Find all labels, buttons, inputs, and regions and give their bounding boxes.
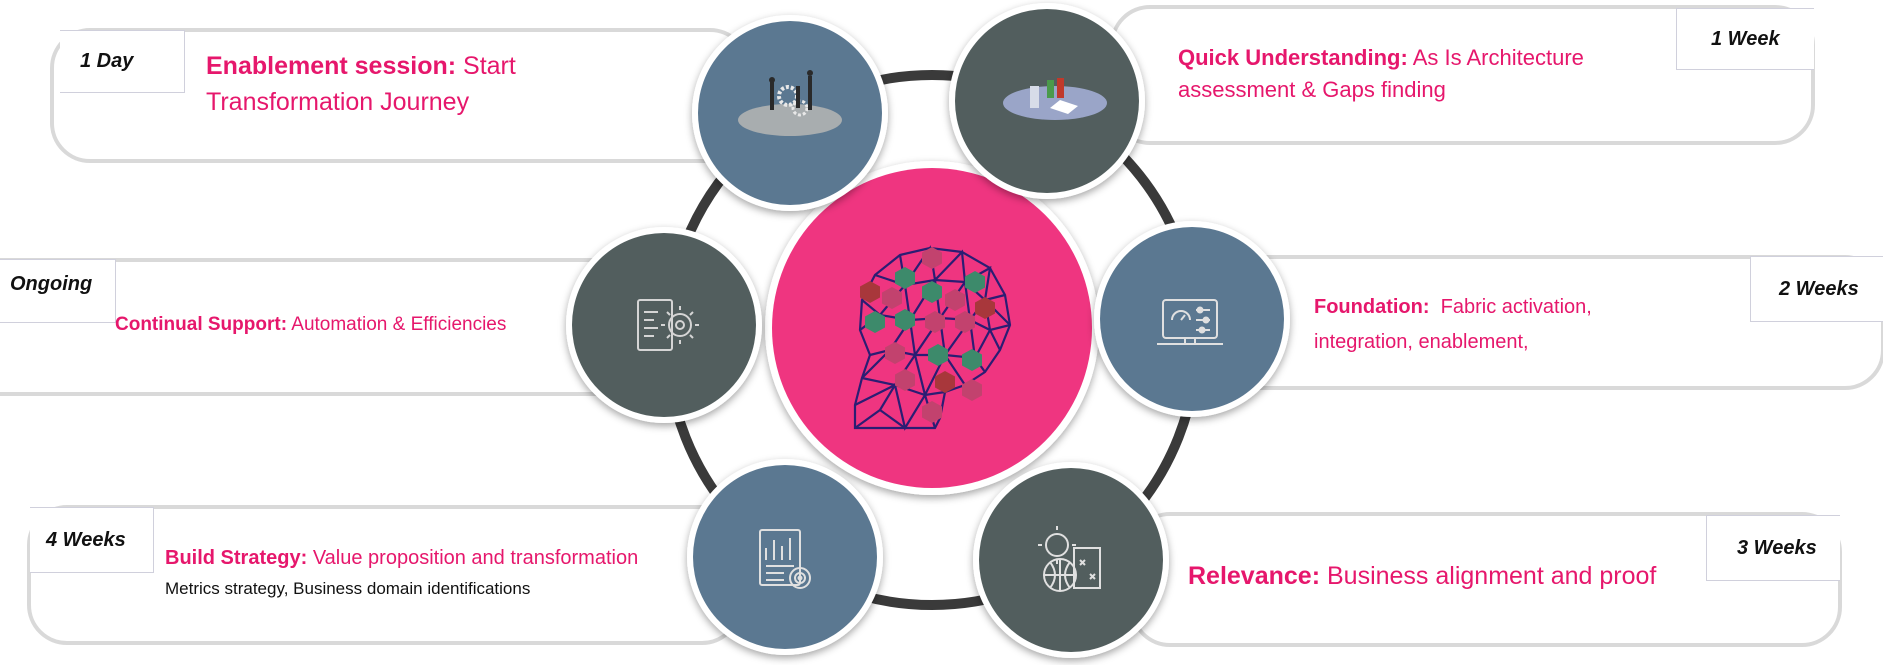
duration-label: 4 Weeks bbox=[46, 528, 126, 551]
step-desc: As Is Architecture bbox=[1412, 45, 1584, 70]
step-desc: Automation & Efficiencies bbox=[291, 314, 507, 335]
step-circle-enablement bbox=[692, 15, 888, 211]
step-relevance-text: Relevance: Business alignment and proof bbox=[1188, 558, 1656, 594]
team-gears-icon bbox=[738, 70, 842, 136]
step-circle-foundation bbox=[1094, 221, 1290, 417]
step-enablement-text: Enablement session: Start Transformation… bbox=[206, 48, 516, 121]
duration-label: 1 Day bbox=[80, 50, 134, 72]
duration-tag-support: Ongoing bbox=[0, 259, 116, 323]
brain-hexagon-nodes bbox=[860, 247, 995, 423]
dashboard-settings-icon bbox=[1157, 299, 1223, 345]
step-support-text: Continual Support: Automation & Efficien… bbox=[115, 311, 506, 339]
duration-tag-foundation: 2 Weeks bbox=[1750, 256, 1883, 322]
duration-tag-quick: 1 Week bbox=[1676, 8, 1814, 70]
step-circle-quick bbox=[949, 3, 1145, 199]
step-desc-cont: integration, enablement, bbox=[1314, 331, 1529, 353]
step-circle-build bbox=[687, 459, 883, 655]
step-foundation-text: Foundation: Fabric activation, integrati… bbox=[1314, 290, 1592, 360]
duration-tag-relevance: 3 Weeks bbox=[1706, 515, 1840, 581]
assessment-chart-icon bbox=[1003, 78, 1107, 120]
card-build-strategy bbox=[27, 505, 742, 645]
report-target-icon bbox=[759, 529, 811, 589]
step-desc: Fabric activation, bbox=[1440, 296, 1592, 318]
step-title: Relevance: bbox=[1188, 562, 1321, 590]
step-title: Foundation: bbox=[1314, 296, 1430, 318]
duration-label: Ongoing bbox=[10, 272, 93, 295]
step-build-text: Build Strategy: Value proposition and tr… bbox=[165, 543, 638, 603]
step-desc: Business alignment and proof bbox=[1326, 562, 1657, 590]
step-desc: Value proposition and transformation bbox=[312, 547, 639, 569]
duration-tag-build: 4 Weeks bbox=[30, 507, 154, 573]
step-title: Continual Support: bbox=[115, 314, 288, 335]
duration-label: 3 Weeks bbox=[1737, 536, 1817, 559]
duration-tag-enablement: 1 Day bbox=[60, 30, 185, 93]
duration-label: 2 Weeks bbox=[1779, 277, 1859, 300]
step-desc: Start bbox=[463, 52, 516, 80]
duration-label: 1 Week bbox=[1711, 27, 1780, 50]
step-title: Enablement session: bbox=[206, 52, 457, 80]
step-title: Quick Understanding: bbox=[1178, 45, 1408, 70]
step-quick-text: Quick Understanding: As Is Architecture … bbox=[1178, 42, 1584, 106]
step-desc-cont: Transformation Journey bbox=[206, 88, 470, 117]
step-title: Build Strategy: bbox=[165, 547, 308, 569]
step-sub: Metrics strategy, Business domain identi… bbox=[165, 579, 531, 598]
document-gear-icon bbox=[637, 299, 699, 351]
step-circle-support bbox=[566, 227, 762, 423]
step-circle-relevance bbox=[973, 462, 1169, 658]
global-strategy-icon bbox=[1038, 526, 1101, 592]
step-desc-cont: assessment & Gaps finding bbox=[1178, 76, 1446, 102]
